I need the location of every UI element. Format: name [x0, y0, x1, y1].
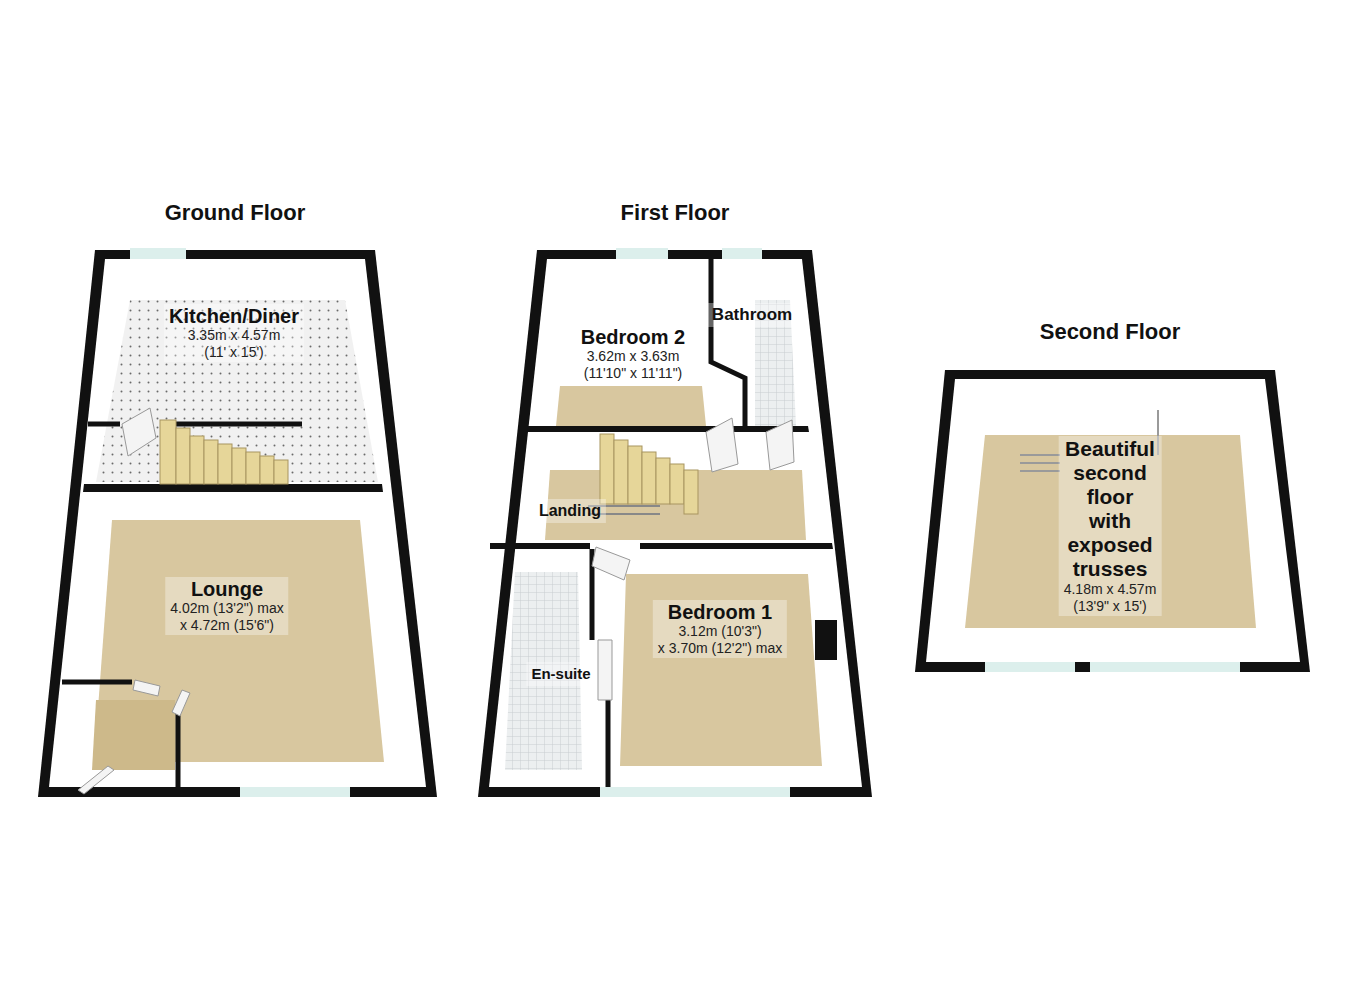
hall-floor: [92, 700, 175, 770]
partition-wall: [640, 543, 833, 549]
window: [616, 248, 668, 259]
floor-heading: First Floor: [470, 198, 880, 228]
door: [766, 420, 794, 470]
room-dimension: 4.18m x 4.57m: [1064, 581, 1157, 598]
outer-wall: [38, 250, 437, 797]
inner-wall-face: [926, 379, 1300, 662]
window: [985, 662, 1075, 672]
room-name: Landing: [539, 500, 601, 522]
stair-wall: [165, 422, 302, 427]
door: [133, 680, 160, 696]
hall-wall: [176, 710, 181, 788]
room-dimension: 3.62m x 3.63m: [581, 348, 685, 365]
window: [240, 787, 350, 797]
room-dimension: x 4.72m (15'6"): [170, 617, 283, 634]
room-name: Beautiful second floor with exposed trus…: [1064, 437, 1156, 581]
inner-wall-face: [489, 259, 862, 787]
room-dimension: 3.35m x 4.57m: [169, 327, 299, 344]
floor-heading: Second Floor: [905, 317, 1315, 347]
room-name: Kitchen/Diner: [169, 305, 299, 327]
room-label: Bedroom 13.12m (10'3")x 3.70m (12'2") ma…: [653, 600, 787, 658]
window: [130, 248, 186, 259]
door: [706, 418, 738, 472]
partition-wall: [83, 484, 383, 492]
window: [600, 787, 790, 797]
outer-wall: [478, 250, 872, 797]
floor-plan: Second FloorBeautiful second floor with …: [905, 317, 1315, 682]
room-dimension: (11' x 15'): [169, 344, 299, 361]
room-label: Bedroom 23.62m x 3.63m(11'10" x 11'11"): [576, 325, 690, 383]
room-name: En-suite: [531, 663, 590, 685]
floor-heading: Ground Floor: [30, 198, 440, 228]
door: [172, 690, 190, 716]
room-label: Lounge4.02m (13'2") maxx 4.72m (15'6"): [165, 577, 288, 635]
floor-plan: Ground FloorKitchen/Diner3.35m x 4.57m(1…: [30, 198, 440, 808]
attic-floor: [965, 435, 1256, 628]
room-name: Lounge: [170, 578, 283, 600]
outer-wall: [915, 370, 1310, 672]
bedroom-floor: [556, 386, 706, 426]
door: [598, 640, 612, 700]
room-label: Landing: [534, 499, 606, 523]
room-dimension: (13'9" x 15'): [1064, 598, 1157, 615]
bedroom-floor: [620, 574, 822, 766]
hall-wall: [62, 680, 132, 685]
room-name: Bathroom: [712, 304, 792, 326]
front-door: [78, 766, 114, 794]
room-dimension: 3.12m (10'3"): [658, 623, 782, 640]
room-label: Beautiful second floor with exposed trus…: [1059, 436, 1162, 616]
chimney-breast: [815, 620, 837, 660]
room-label: Bathroom: [707, 303, 797, 327]
partition-wall: [527, 426, 809, 432]
window: [1090, 662, 1240, 672]
room-label: Kitchen/Diner3.35m x 4.57m(11' x 15'): [164, 304, 304, 362]
window: [722, 248, 762, 259]
door: [122, 408, 156, 456]
bathroom-wall: [711, 259, 745, 432]
room-dimension: 4.02m (13'2") max: [170, 600, 283, 617]
staircase: [160, 420, 288, 484]
room-name: Bedroom 1: [658, 601, 782, 623]
room-dimension: x 3.70m (12'2") max: [658, 640, 782, 657]
room-dimension: (11'10" x 11'11"): [581, 365, 685, 382]
staircase: [600, 434, 698, 514]
room-label: En-suite: [526, 662, 595, 686]
door: [592, 547, 630, 580]
inner-wall-face: [49, 259, 426, 787]
partition-wall: [490, 543, 590, 549]
stair-wall: [88, 422, 120, 427]
room-name: Bedroom 2: [581, 326, 685, 348]
floor-plan: First FloorBedroom 23.62m x 3.63m(11'10"…: [470, 198, 880, 808]
ensuite-wall: [606, 700, 611, 788]
